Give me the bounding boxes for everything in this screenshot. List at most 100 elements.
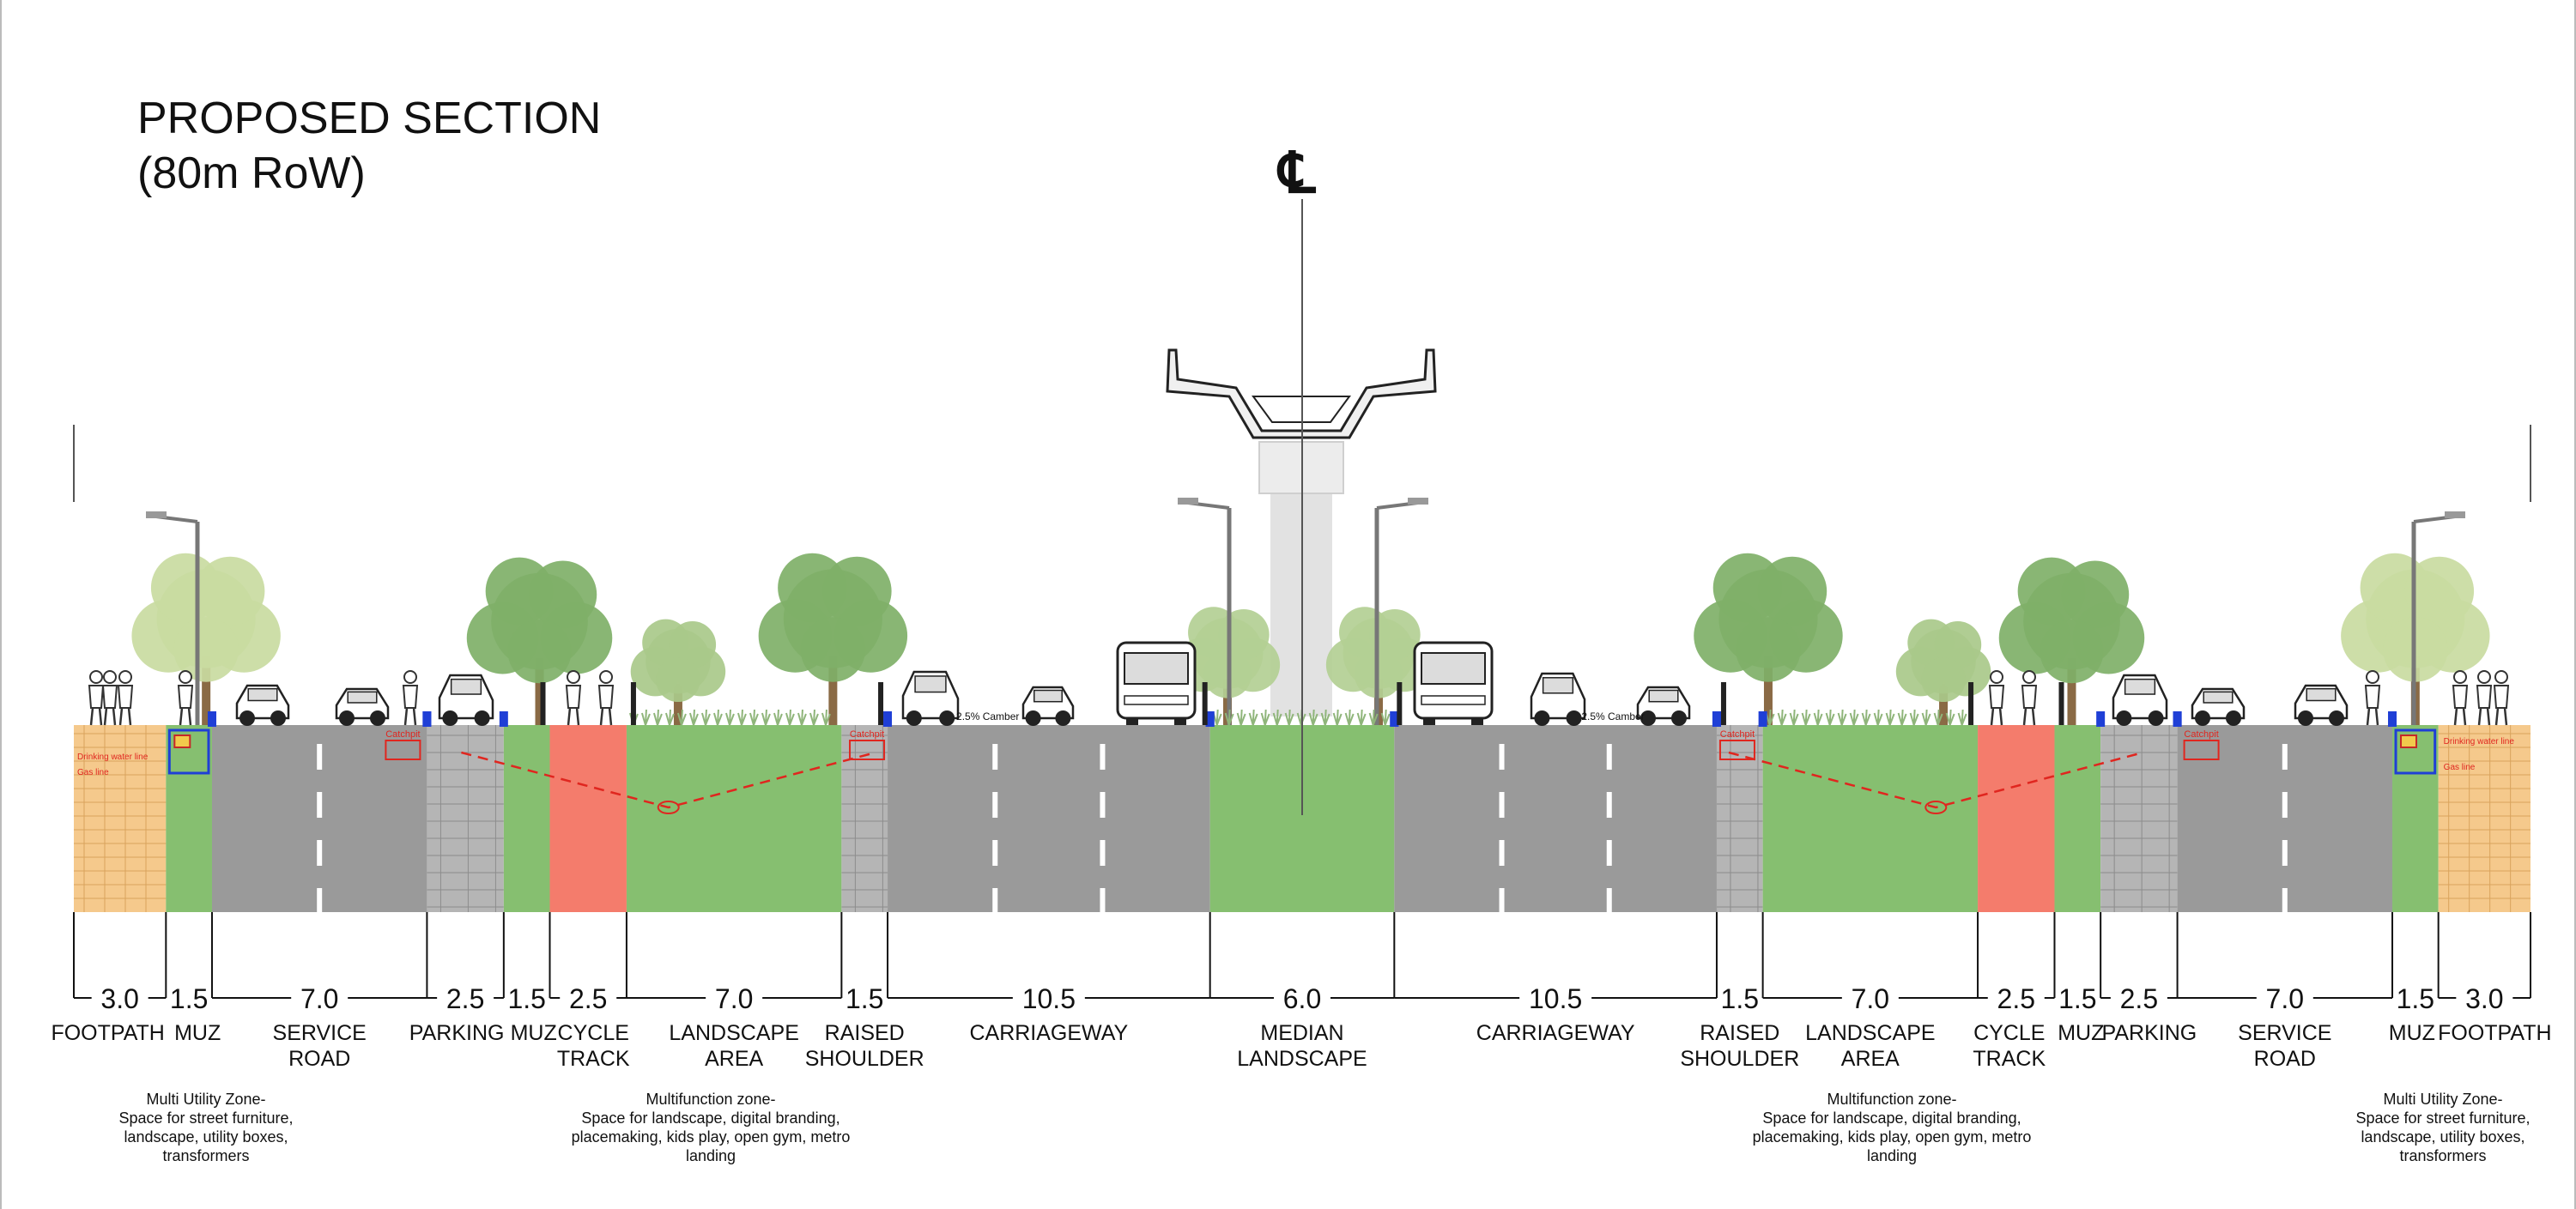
grass-tuft	[1801, 709, 1811, 726]
drain-right-pipe	[1728, 751, 2143, 809]
tree-left-cycle	[466, 557, 613, 725]
grass-tuft	[1897, 709, 1907, 726]
pedestrian-left-0-torso	[88, 685, 105, 709]
lane-mark-16	[2282, 888, 2288, 914]
camber-label-left: 2.5% Camber	[956, 710, 1019, 722]
kerb	[1758, 711, 1767, 727]
grass-tuft	[652, 709, 663, 726]
street-light-right-lamp	[2445, 511, 2465, 518]
segment-name-13-0: CYCLE	[1973, 1021, 2045, 1045]
pedestrian-left-3-torso	[177, 685, 194, 709]
lane-mark-16	[2282, 744, 2288, 770]
tree-left-shoulder-trunk	[828, 656, 838, 725]
tree-right-cycle-leaf-5	[2040, 620, 2104, 684]
car-carriageway-right-wheel-l	[1640, 710, 1656, 726]
zone-note-0-3: transformers	[162, 1147, 249, 1164]
catchpit-4	[2183, 740, 2220, 760]
utility-label-1: Gas line	[77, 768, 109, 777]
lane-mark-8	[992, 888, 998, 914]
grass-tuft	[1789, 709, 1799, 726]
segment-name-6-1: AREA	[705, 1047, 763, 1071]
grass-tuft	[797, 709, 807, 726]
section-title-line2: (80m RoW)	[137, 148, 366, 198]
grass-tuft	[761, 709, 771, 726]
grass-tuft	[1885, 709, 1895, 726]
segment-name-15-0: PARKING	[2102, 1021, 2197, 1045]
tree-left-shoulder	[758, 553, 908, 725]
strip-6	[626, 725, 842, 912]
kerb	[883, 711, 893, 727]
strip-11	[1716, 725, 1763, 912]
lane-mark-2	[317, 744, 323, 770]
dim-value-9: 6.0	[1283, 983, 1321, 1014]
lane-mark-8	[992, 792, 998, 818]
grass-tuft	[1777, 709, 1787, 726]
tree-left-small-trunk	[673, 684, 682, 725]
dim-value-3: 2.5	[446, 983, 484, 1014]
motorcyclist-1-head	[2366, 670, 2379, 684]
utility-label-2: Drinking water line	[2444, 737, 2515, 747]
lane-mark-10	[1606, 744, 1612, 770]
dim-value-6: 7.0	[715, 983, 753, 1014]
grass-tuft	[1933, 709, 1943, 726]
catchpit-3	[1718, 740, 1755, 760]
segment-name-10-0: CARRIAGEWAY	[1476, 1021, 1635, 1045]
bollard-2	[878, 682, 884, 725]
suv-parking-left-window	[450, 678, 482, 695]
segment-name-9-0: MEDIAN	[1260, 1021, 1343, 1045]
median-light-right	[1374, 498, 1428, 725]
catchpit-2-label: Catchpit	[850, 729, 884, 740]
pedestrian-right-0	[2452, 670, 2469, 726]
zone-note-2-1: Space for landscape, digital branding,	[1762, 1109, 2021, 1127]
lane-mark-10	[1606, 888, 1612, 914]
zone-note-0-2: landscape, utility boxes,	[124, 1128, 288, 1146]
grass-tuft	[700, 709, 711, 726]
segment-name-0-0: FOOTPATH	[51, 1021, 164, 1045]
motorcyclist-0-head	[403, 670, 417, 684]
car-service-right-1	[2191, 687, 2246, 726]
kerb	[2388, 711, 2397, 727]
pedestrian-left-3-legs	[179, 707, 192, 726]
utility-label-0: Drinking water line	[77, 753, 148, 762]
motorcyclist-1-torso	[2364, 685, 2381, 709]
strip-3	[427, 725, 504, 912]
strip-14	[2054, 725, 2101, 912]
cyclist-2-legs	[1990, 707, 2003, 726]
segment-name-2-1: ROAD	[288, 1047, 350, 1071]
bollard-3	[1720, 682, 1726, 725]
bus-left	[1116, 641, 1197, 725]
tree-right-shoulder-leaf-4	[1757, 556, 1827, 626]
kerb	[2096, 711, 2106, 727]
car-service-right-1-wheel-r	[2226, 710, 2241, 726]
street-light-left-lamp	[146, 511, 167, 518]
motorcyclist-0-torso	[402, 685, 419, 709]
catchpit-4-label: Catchpit	[2184, 729, 2218, 740]
grass-tuft	[1356, 709, 1367, 726]
segment-name-12-0: LANDSCAPE	[1805, 1021, 1935, 1045]
strip-0	[74, 725, 167, 912]
drain-right-manhole	[1924, 801, 1948, 814]
zone-note-0-0: Multi Utility Zone-	[146, 1091, 265, 1108]
cyclist-3-legs	[2022, 707, 2036, 726]
tree-left-muz-leaf-5	[173, 617, 239, 682]
grass-tuft	[1921, 709, 1931, 726]
bus-left-wheel-r	[1174, 718, 1186, 725]
grass-tuft	[773, 709, 783, 726]
cyclist-1-torso	[597, 685, 615, 709]
tree-left-cycle-trunk	[535, 658, 544, 725]
grass-tuft	[1825, 709, 1835, 726]
bollard-0	[540, 682, 546, 725]
grass-tuft	[1308, 709, 1318, 726]
median-light-left-lamp	[1178, 498, 1198, 505]
dim-value-5: 2.5	[569, 983, 607, 1014]
suv-carriageway-right-window	[1542, 677, 1574, 694]
section-title: PROPOSED SECTION (80m RoW)	[137, 91, 601, 201]
grass-tuft	[1212, 709, 1222, 726]
tree-right-small	[1895, 619, 1991, 725]
strip-17	[2392, 725, 2439, 912]
grass-tuft	[640, 709, 651, 726]
lane-mark-8	[1100, 840, 1106, 866]
car-service-left-2-wheel-l	[339, 710, 355, 726]
tree-right-small-trunk	[1939, 684, 1949, 725]
pedestrian-left-2-torso	[117, 685, 134, 709]
